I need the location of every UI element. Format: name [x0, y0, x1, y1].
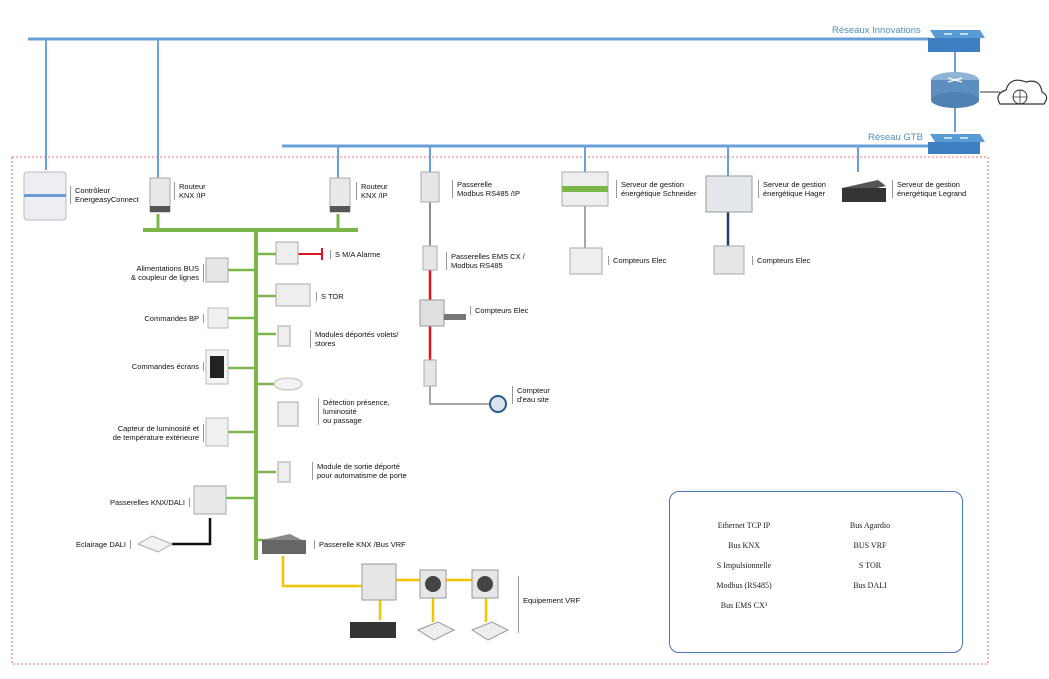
switch-innovations-icon — [928, 30, 985, 52]
legrand-label: Serveur de gestion énergétique Legrand — [892, 180, 966, 198]
presence-detector-icon — [273, 377, 303, 427]
ems-meters-icon — [419, 299, 466, 327]
legend-tor: S TOR — [858, 561, 882, 570]
vrf-gateway-icon — [262, 534, 306, 554]
legend-modbus: Modbus (RS485) — [716, 581, 772, 590]
hager-meters-label: Compteurs Elec — [752, 256, 810, 265]
schneider-meters-label: Compteurs Elec — [608, 256, 666, 265]
ems-meters-label: Compteurs Elec — [470, 306, 528, 315]
hager-server-icon — [705, 175, 753, 213]
legend-dali: Bus DALI — [853, 581, 887, 590]
tor-output-icon — [275, 283, 311, 307]
s-tor-label: S TOR — [316, 292, 344, 301]
dali-gateway-icon — [193, 485, 227, 515]
router-icon — [931, 72, 979, 108]
alarm-output-icon — [275, 241, 299, 265]
schneider-label: Serveur de gestion énergétique Schneider — [616, 180, 696, 198]
vrf-cassette-2-icon — [470, 621, 510, 641]
network-innovations-label: Réseaux Innovations — [832, 25, 921, 36]
power-supply-label: Alimentations BUS & coupleur de lignes — [131, 264, 204, 282]
alarme-label: S M/A Alarme — [330, 250, 380, 259]
router-knx-2-icon — [329, 177, 351, 213]
passerelle-vrf-label: Passerelle KNX /Bus VRF — [314, 540, 406, 549]
router2-label: Routeur KNX /IP — [356, 182, 388, 200]
commandes-ecrans-label: Commandes écrans — [132, 362, 204, 371]
hager-meters-icon — [713, 245, 745, 275]
capteur-label: Capteur de luminosité et de température … — [113, 424, 204, 442]
controller-label: Contrôleur EnergeasyConnect — [70, 186, 139, 204]
commandes-bp-label: Commandes BP — [144, 314, 204, 323]
schneider-meters-icon — [569, 247, 603, 275]
router1-label: Routeur KNX /IP — [174, 182, 206, 200]
power-supply-icon — [205, 257, 229, 283]
passerelles-dali-label: Passerelles KNX/DALI — [110, 498, 190, 507]
vrf-outdoor-unit-icon — [361, 563, 397, 601]
controller-device-icon — [23, 171, 67, 221]
module-porte-label: Module de sortie déporté pour automatism… — [312, 462, 407, 480]
cloud-internet-icon — [997, 79, 1048, 105]
modules-volets-label: Modules déportés volets/ stores — [310, 330, 398, 348]
site-boundary — [11, 156, 989, 665]
schneider-server-icon — [561, 171, 609, 207]
vrf-unit-2-icon — [419, 569, 447, 599]
legrand-server-icon — [842, 180, 886, 202]
touch-screen-icon — [205, 349, 229, 385]
shutter-module-icon — [277, 325, 291, 347]
ems-gateway-label: Passerelles EMS CX / Modbus RS485 — [446, 252, 525, 270]
switch-gtb-icon — [928, 134, 985, 154]
vrf-cassette-1-icon — [416, 621, 456, 641]
vrf-unit-3-icon — [471, 569, 499, 599]
legend-ethernet: Ethernet TCP IP — [717, 521, 771, 530]
legend-ems: Bus EMS CX³ — [720, 601, 768, 610]
ems-unit-icon — [423, 359, 437, 387]
legend-vrf: BUS VRF — [853, 541, 887, 550]
legend-agardio: Bus Agardio — [849, 521, 891, 530]
dali-light-icon — [136, 535, 174, 553]
ems-gateway-icon — [422, 245, 438, 271]
eclairage-dali-label: Eclairage DALI — [76, 540, 131, 549]
legend-knx: Bus KNX — [728, 541, 760, 550]
equipement-vrf-label: Equipement VRF — [518, 576, 580, 633]
light-sensor-icon — [205, 417, 229, 447]
push-button-icon — [207, 307, 229, 329]
detection-label: Détection présence, luminosité ou passag… — [318, 398, 390, 425]
router-knx-1-icon — [149, 177, 171, 213]
water-meter-label: Compteur d'eau site — [512, 386, 550, 404]
legend-panel: Ethernet TCP IP Bus Agardio Bus KNX BUS … — [669, 491, 963, 653]
network-gtb-label: Réseau GTB — [868, 132, 923, 143]
dali-link — [172, 518, 212, 546]
modbus-gateway-icon — [420, 171, 440, 203]
legend-impulsionnelle: S Impulsionnelle — [716, 561, 772, 570]
door-module-icon — [277, 461, 291, 483]
vrf-indoor-duct-icon — [350, 622, 396, 638]
vrf-bus — [281, 556, 362, 588]
water-meter-icon — [489, 395, 507, 413]
modbus-gateway-label: Passerelle Modbus RS485 /IP — [452, 180, 520, 198]
hager-label: Serveur de gestion énergétique Hager — [758, 180, 826, 198]
